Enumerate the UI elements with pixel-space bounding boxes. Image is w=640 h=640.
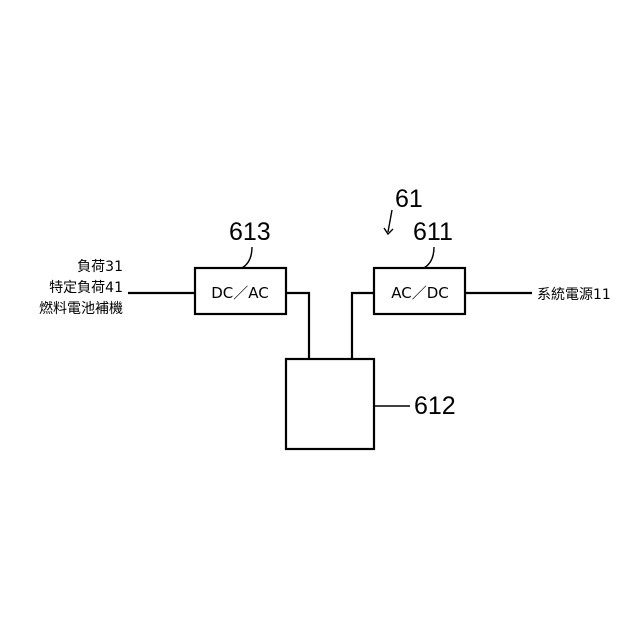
ac-dc-reference-label: 611 [413,218,453,246]
center-unit-block [286,359,374,449]
ac-dc-leader-line [424,247,434,268]
grid-power-label: 系統電源11 [537,287,611,303]
fuel-cell-auxiliary-label: 燃料電池補機 [39,300,123,317]
system-reference-arrow-shaft [388,210,392,232]
center-unit-reference-label: 612 [414,392,456,420]
ac-dc-to-center-wire [352,293,374,359]
specific-load-label: 特定負荷41 [49,280,123,296]
load-label: 負荷31 [77,259,123,275]
dc-ac-reference-label: 613 [229,218,271,246]
dc-ac-to-center-wire [286,293,309,359]
system-reference-label: 61 [395,185,423,213]
dc-ac-leader-line [242,247,252,268]
dc-ac-converter-label: DC／AC [211,284,269,302]
ac-dc-converter-label: AC／DC [391,284,449,302]
